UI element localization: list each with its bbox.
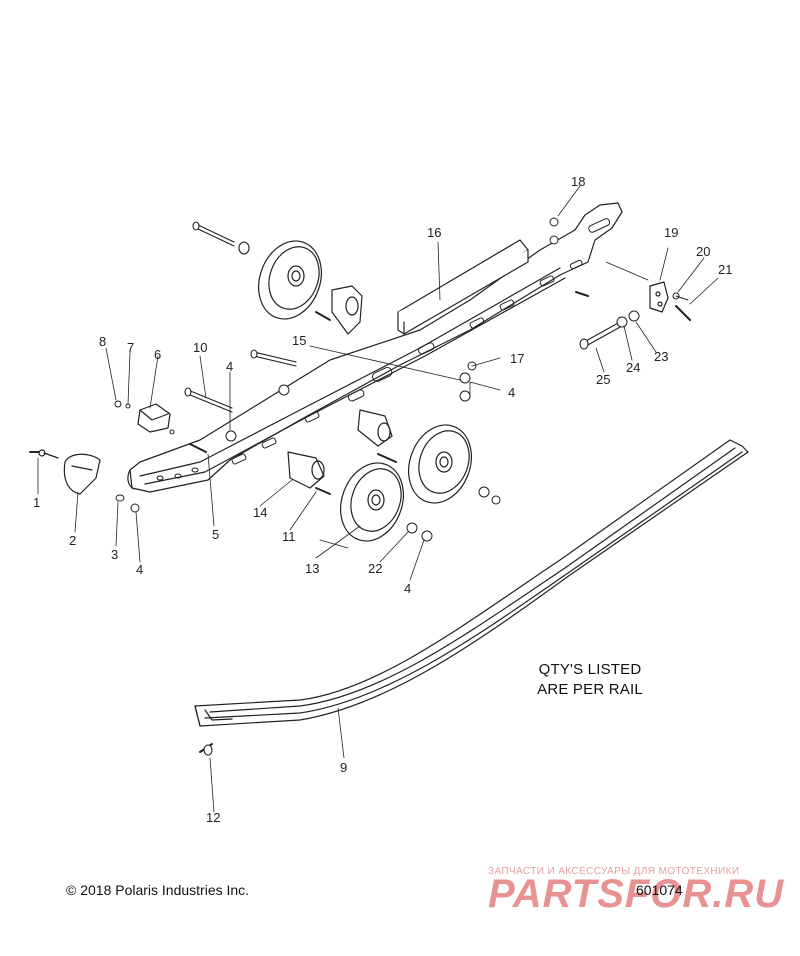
callout-10: 10: [193, 340, 207, 355]
axle-mounts: [287, 285, 393, 489]
rail-assembly: [127, 202, 623, 493]
watermark-tagline: ЗАПЧАСТИ И АКСЕССУАРЫ ДЛЯ МОТОТЕХНИКИ: [488, 866, 740, 877]
callout-6: 6: [154, 347, 161, 362]
note-line-2: ARE PER RAIL: [537, 681, 643, 698]
quantity-note: QTY'S LISTED ARE PER RAIL: [500, 660, 680, 700]
copyright-text: © 2018 Polaris Industries Inc.: [66, 882, 250, 898]
callout-16: 16: [427, 225, 441, 240]
callout-25: 25: [596, 372, 610, 387]
callout-22: 22: [368, 561, 382, 576]
idler-wheel-mid: [408, 424, 472, 504]
callout-4: 4: [136, 562, 143, 577]
callout-9: 9: [340, 760, 347, 775]
callout-5: 5: [212, 527, 219, 542]
callout-4d: 4: [508, 385, 515, 400]
callout-8: 8: [99, 334, 106, 349]
leader-lines: [37, 185, 719, 813]
callout-23: 23: [654, 349, 668, 364]
rear-bracket: [649, 281, 669, 313]
callout-21: 21: [718, 262, 732, 277]
idler-wheel-upper: [258, 240, 322, 320]
hyfax-slide: [397, 239, 529, 335]
callout-19: 19: [664, 225, 678, 240]
callout-labels: 1 2 3 4 5 6 7 8 10 4 14 11 13 22 4 15 17…: [33, 174, 732, 825]
callout-13: 13: [305, 561, 319, 576]
idler-wheel-lower: [340, 462, 404, 542]
callout-3: 3: [111, 547, 118, 562]
document-number: 601074: [636, 882, 683, 898]
callout-7: 7: [127, 340, 134, 355]
callout-18: 18: [571, 174, 585, 189]
skid-rail: [194, 439, 749, 727]
callout-17: 17: [510, 351, 524, 366]
front-bumper: [29, 449, 101, 495]
bracket: [137, 403, 171, 433]
callout-4b: 4: [226, 359, 233, 374]
callout-11: 11: [282, 529, 296, 544]
callout-20: 20: [696, 244, 710, 259]
callout-1: 1: [33, 495, 40, 510]
callout-12: 12: [206, 810, 220, 825]
bolts: [184, 221, 623, 756]
callout-24: 24: [626, 360, 640, 375]
callout-15: 15: [292, 333, 306, 348]
callout-4c: 4: [404, 581, 411, 596]
note-line-1: QTY'S LISTED: [538, 661, 642, 678]
callout-2: 2: [69, 533, 76, 548]
callout-14: 14: [253, 505, 267, 520]
watermark-brand: PARTSFOR.RU: [488, 872, 785, 916]
